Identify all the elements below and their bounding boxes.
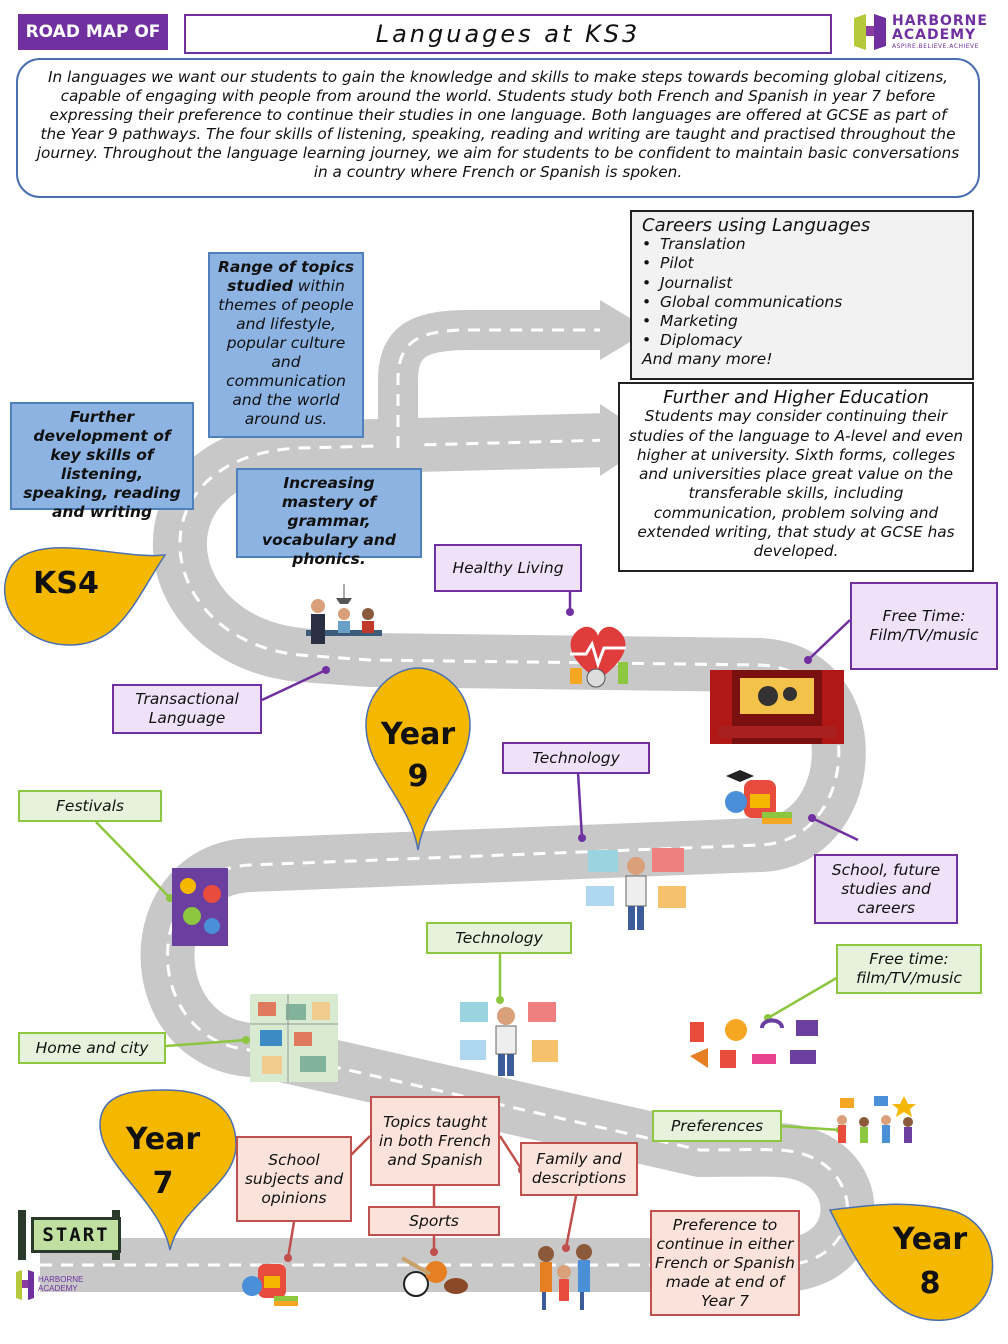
- careers-box: Careers using Languages Translation Pilo…: [630, 210, 974, 380]
- topic-school-subjects: School subjects and opinions: [236, 1136, 352, 1222]
- careers-list: Translation Pilot Journalist Global comm…: [642, 235, 962, 350]
- topic-transactional-language: Transactional Language: [112, 684, 262, 734]
- careers-item: Global communications: [642, 293, 962, 312]
- grammar-mastery-box: Increasing mastery of grammar, vocabular…: [236, 468, 422, 568]
- family-icon: [538, 1244, 592, 1310]
- topic-taught-both: Topics taught in both French and Spanish: [370, 1096, 500, 1186]
- topic-home-city: Home and city: [18, 1032, 166, 1064]
- topics-studied-box: Range of topics studied within themes of…: [208, 252, 364, 438]
- start-label: START: [31, 1217, 121, 1253]
- logo-h-icon: [854, 14, 886, 50]
- start-sign: START: [14, 1210, 124, 1260]
- topic-family-descriptions: Family and descriptions: [520, 1142, 638, 1196]
- technology-person-icon: [586, 848, 686, 930]
- harborne-academy-logo: HARBORNE ACADEMY ASPIRE.BELIEVE.ACHIEVE: [852, 12, 992, 54]
- careers-footer: And many more!: [642, 350, 773, 369]
- people-opinions-icon: [837, 1096, 916, 1143]
- media-entertainment-icon: [690, 1018, 818, 1068]
- careers-item: Pilot: [642, 254, 962, 273]
- cinema-icon: [710, 670, 844, 744]
- careers-title: Careers using Languages: [642, 215, 871, 236]
- page-title: Languages at KS3: [184, 14, 832, 54]
- further-title: Further and Higher Education: [663, 387, 929, 408]
- office-meeting-icon: [306, 584, 382, 644]
- svg-text:HARBORNE: HARBORNE: [38, 1275, 83, 1284]
- topic-technology-y8: Technology: [426, 922, 572, 954]
- school-bag-icon: [725, 770, 792, 824]
- careers-item: Diplomacy: [642, 331, 962, 350]
- careers-item: Marketing: [642, 312, 962, 331]
- technology-person-y8-icon: [460, 1002, 558, 1076]
- topic-sports: Sports: [368, 1206, 500, 1236]
- topic-free-time-y8: Free time: film/TV/music: [836, 944, 982, 994]
- careers-item: Translation: [642, 235, 962, 254]
- topic-preference-choice: Preference to continue in either French …: [650, 1210, 800, 1316]
- topic-free-time-y9: Free Time: Film/TV/music: [850, 582, 998, 670]
- key-skills-box: Further development of key skills of lis…: [10, 402, 194, 521]
- logo-tagline: ASPIRE.BELIEVE.ACHIEVE: [892, 43, 979, 50]
- topic-school-future: School, future studies and careers: [814, 854, 958, 924]
- harborne-logo-small-icon: HARBORNE ACADEMY: [16, 1270, 83, 1300]
- ks4-pin-label: KS4: [33, 566, 99, 601]
- further-text: Students may consider continuing their s…: [628, 407, 964, 561]
- school-bag-y7-icon: [242, 1264, 298, 1306]
- careers-item: Journalist: [642, 274, 962, 293]
- topic-healthy-living: Healthy Living: [434, 544, 582, 592]
- logo-name: HARBORNE ACADEMY: [892, 13, 988, 43]
- topic-technology-y9: Technology: [502, 742, 650, 774]
- further-education-box: Further and Higher Education Students ma…: [618, 382, 974, 572]
- svg-text:ACADEMY: ACADEMY: [38, 1284, 78, 1293]
- health-heart-icon: [570, 626, 628, 688]
- festival-poster-icon: [172, 868, 228, 946]
- topic-festivals: Festivals: [18, 790, 162, 822]
- topic-preferences: Preferences: [652, 1110, 782, 1142]
- sports-balls-icon: [401, 1256, 468, 1297]
- city-map-icon: [250, 994, 338, 1082]
- roadmap-tag: ROAD MAP OF: [18, 14, 168, 50]
- intro-paragraph: In languages we want our students to gai…: [16, 58, 980, 198]
